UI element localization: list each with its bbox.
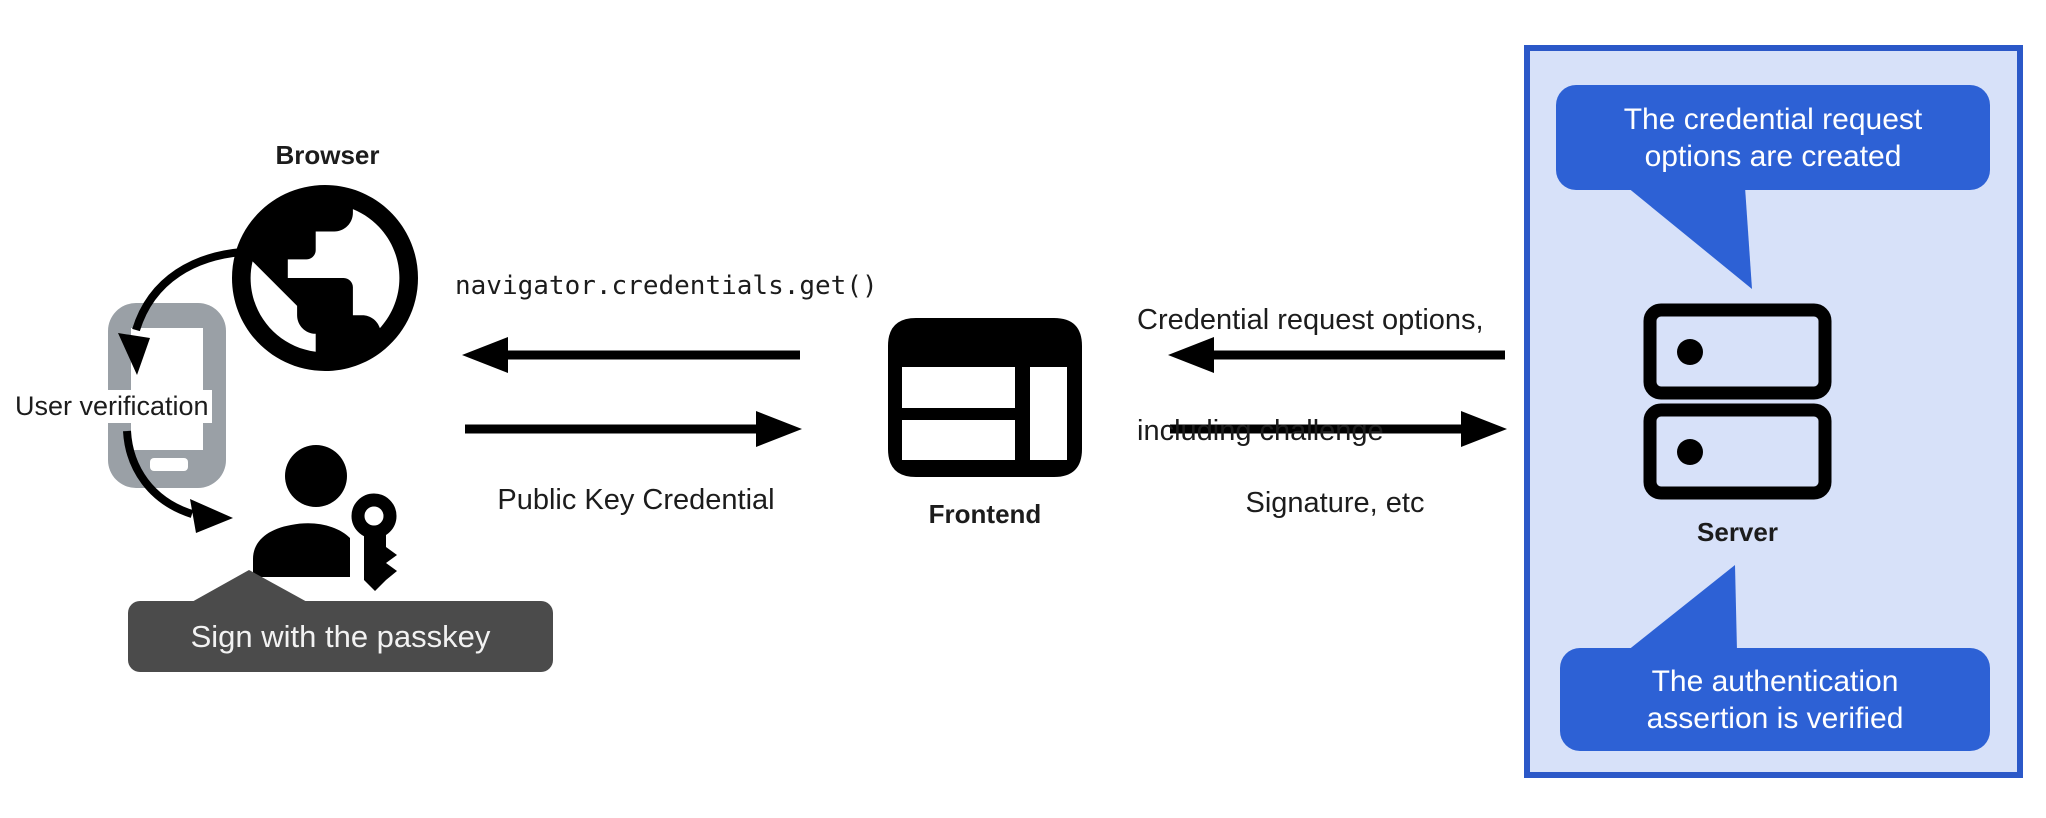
arrow-phone-to-person: [123, 430, 233, 533]
server-icon: [1643, 303, 1832, 500]
speech-bubble-top: [1556, 85, 1990, 289]
speech-bubble-top-line1: The credential request: [1623, 102, 1923, 136]
globe-icon: [232, 185, 418, 371]
speech-bubble-bottom-text: The authentication assertion is verified: [1560, 648, 1990, 751]
user-verification-label: User verification: [12, 390, 212, 423]
speech-bubble-bottom-body: [1560, 648, 1990, 751]
speech-bubble-top-tail: [1627, 187, 1752, 289]
frontend-icon: [888, 318, 1082, 477]
arrow-browser-to-phone: [118, 248, 243, 375]
speech-bubble-bottom-tail: [1627, 565, 1737, 651]
passkey-tooltip-label: Sign with the passkey: [190, 618, 491, 654]
credential-request-label: Credential request options, including ch…: [1137, 228, 1484, 524]
speech-bubble-bottom-line2: assertion is verified: [1646, 701, 1904, 735]
passkey-person-icon: [253, 445, 350, 577]
arrow-server-to-frontend: [1168, 337, 1505, 373]
arrow-frontend-to-browser: [462, 337, 800, 373]
speech-bubble-top-line2: options are created: [1644, 139, 1902, 173]
speech-bubble-top-body: [1556, 85, 1990, 190]
frontend-label: Frontend: [928, 499, 1042, 529]
credential-request-line2: including challenge: [1137, 415, 1384, 447]
speech-bubble-bottom-line1: The authentication: [1651, 664, 1899, 698]
browser-label: Browser: [275, 140, 380, 170]
arrow-frontend-to-server: [1170, 411, 1507, 447]
speech-bubble-bottom: [1560, 565, 1990, 751]
signature-label: Signature, etc: [1245, 487, 1425, 519]
server-label: Server: [1697, 517, 1778, 547]
passkey-tooltip-shape: [128, 570, 553, 672]
arrow-browser-to-frontend: [465, 411, 802, 447]
speech-bubble-top-text: The credential request options are creat…: [1556, 85, 1990, 190]
key-icon: [351, 493, 397, 591]
api-call-label: navigator.credentials.get(): [455, 271, 878, 301]
credential-request-line1: Credential request options,: [1137, 304, 1484, 336]
public-key-credential-label: Public Key Credential: [497, 484, 775, 516]
